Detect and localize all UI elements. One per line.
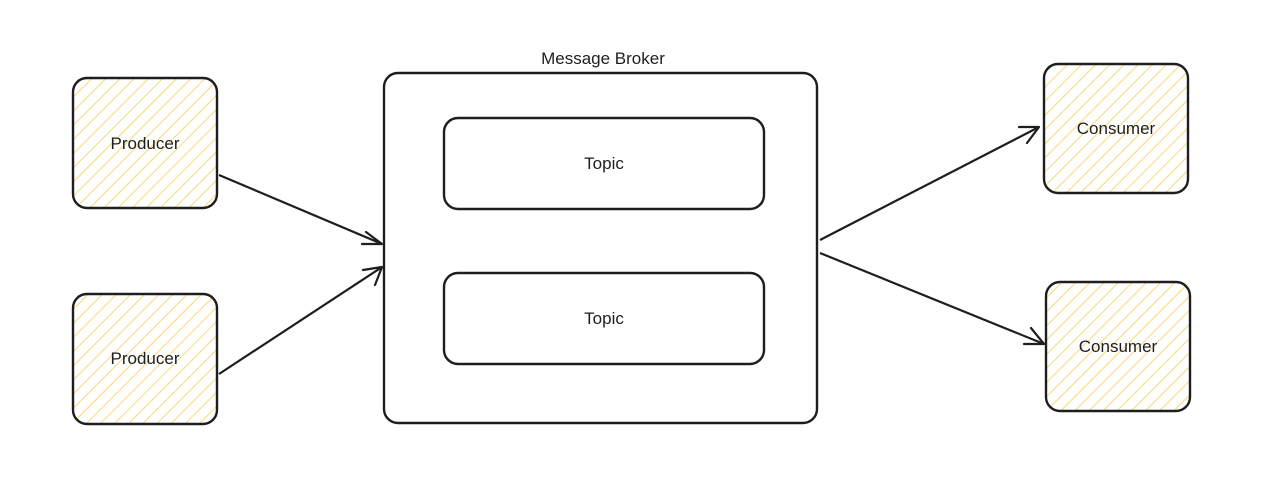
arrow-broker-to-consumer	[819, 125, 1041, 241]
message-broker[interactable]: Message Broker Topic Topic	[382, 49, 819, 425]
producer-label: Producer	[111, 134, 180, 153]
consumer-box	[1042, 62, 1190, 195]
topic-label: Topic	[584, 309, 624, 328]
arrow-producer-to-broker	[218, 173, 384, 246]
producer-node[interactable]: Producer	[71, 76, 219, 210]
arrow-producer-to-broker	[218, 265, 384, 375]
broker-container	[382, 71, 819, 425]
consumer-node[interactable]: Consumer	[1042, 62, 1190, 195]
producer-label: Producer	[111, 349, 180, 368]
topic-box	[442, 271, 766, 366]
arrow-broker-to-consumer	[819, 251, 1046, 346]
topic-node[interactable]: Topic	[442, 271, 766, 366]
topic-label: Topic	[584, 154, 624, 173]
consumer-box	[1044, 280, 1192, 413]
consumer-label: Consumer	[1079, 337, 1158, 356]
producer-node[interactable]: Producer	[71, 292, 219, 426]
broker-title: Message Broker	[541, 49, 665, 68]
producer-box	[71, 292, 219, 426]
consumer-node[interactable]: Consumer	[1044, 280, 1192, 413]
topic-node[interactable]: Topic	[442, 116, 766, 211]
producer-box	[71, 76, 219, 210]
topic-box	[442, 116, 766, 211]
consumer-label: Consumer	[1077, 119, 1156, 138]
